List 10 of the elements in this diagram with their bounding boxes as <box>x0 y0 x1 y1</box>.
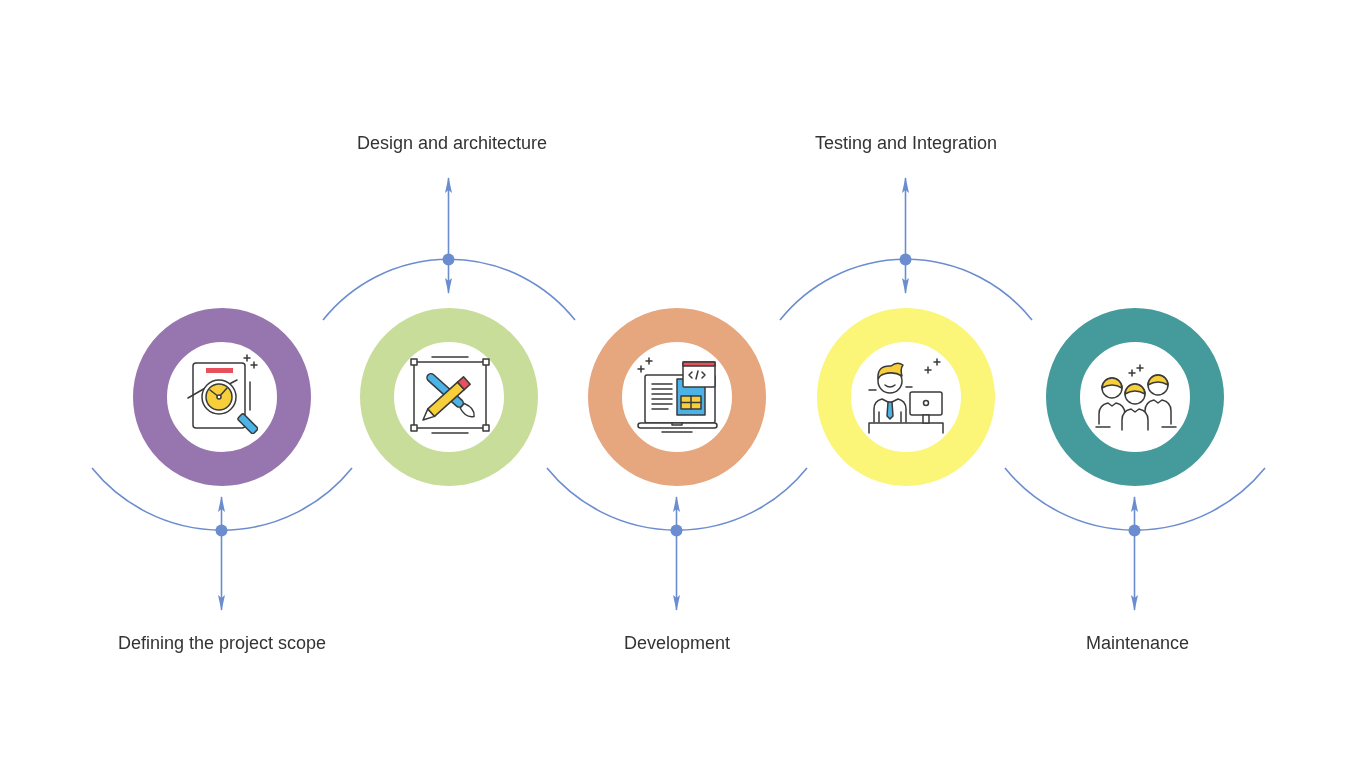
stage-label: Maintenance <box>1086 632 1190 654</box>
stage-label: Defining the project scope <box>118 632 327 654</box>
double-arrow <box>673 496 680 611</box>
stage-label: Testing and Integration <box>815 132 998 154</box>
double-arrow <box>902 177 909 294</box>
double-arrow <box>1131 496 1138 611</box>
double-arrow <box>445 177 452 294</box>
stage-label: Design and architecture <box>357 132 548 154</box>
double-arrow <box>218 496 225 611</box>
stage-label: Development <box>624 632 731 654</box>
